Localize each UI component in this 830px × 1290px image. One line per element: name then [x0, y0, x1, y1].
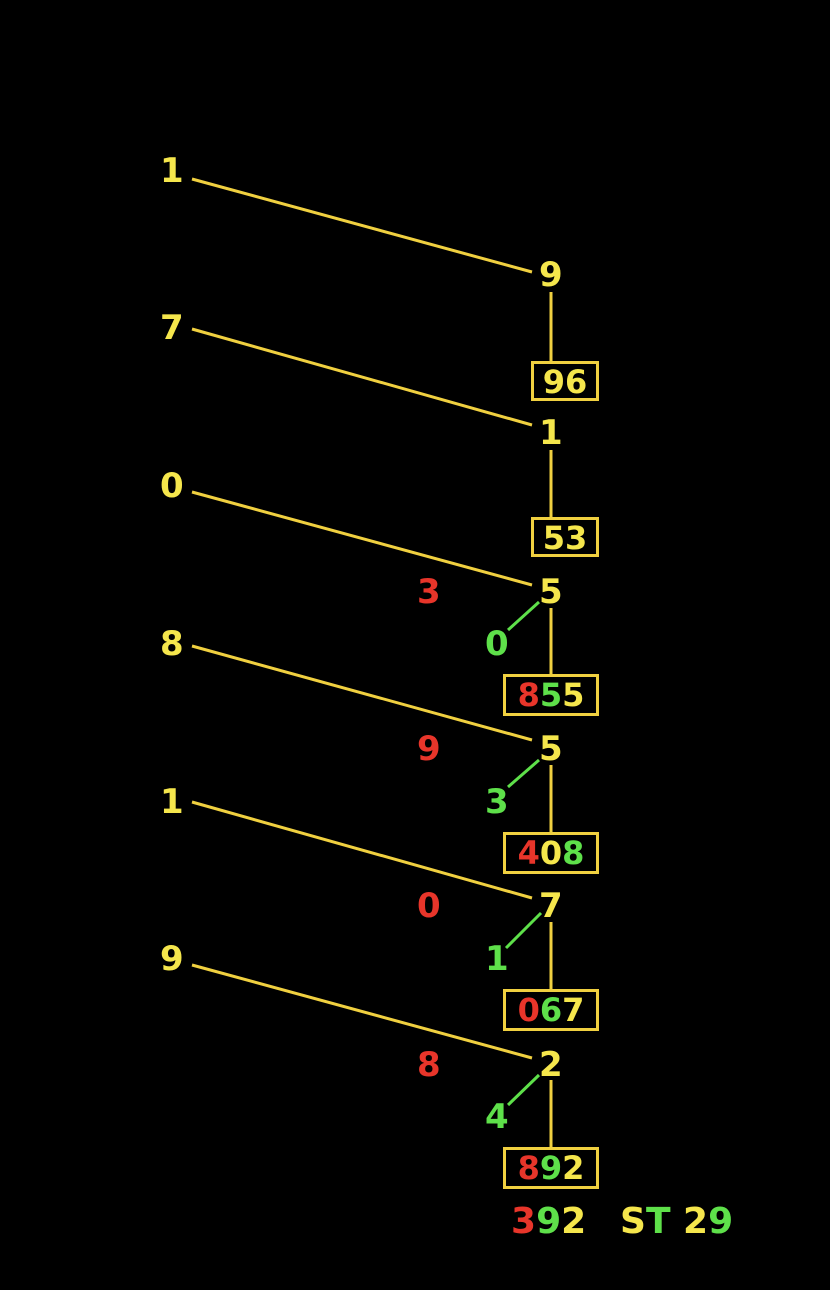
node-4: 5 — [539, 729, 563, 769]
left-digit-1: 1 — [160, 151, 184, 191]
box-digit: 0 — [517, 991, 540, 1029]
green-branch-2: 3 — [485, 782, 509, 822]
left-digit-3: 0 — [160, 466, 184, 506]
node-2: 1 — [539, 413, 563, 453]
box-digit: 5 — [539, 676, 563, 714]
node-1: 9 — [539, 255, 563, 295]
st-label: ST 29 — [620, 1204, 733, 1240]
left-digit-6: 9 — [160, 939, 184, 979]
box-digit: 8 — [517, 1149, 540, 1187]
result-box-6: 892 — [503, 1147, 599, 1189]
box-digit: 8 — [517, 676, 540, 714]
box-digit: 2 — [562, 1149, 585, 1187]
label-char — [671, 1201, 684, 1242]
green-branch-3: 1 — [485, 939, 509, 979]
left-digit-5: 1 — [160, 782, 184, 822]
result-box-3: 855 — [503, 674, 599, 716]
box-digit: 0 — [539, 834, 563, 872]
result-digit: 2 — [561, 1201, 587, 1242]
label-char: S — [620, 1201, 646, 1242]
left-digit-2: 7 — [160, 308, 184, 348]
box-digit: 9 — [542, 363, 565, 401]
result-box-1: 96 — [531, 361, 599, 401]
label-char: T — [645, 1201, 671, 1242]
node-6: 2 — [539, 1045, 563, 1085]
box-digit: 7 — [562, 991, 585, 1029]
label-char: 9 — [708, 1201, 734, 1242]
result-digit: 9 — [536, 1201, 562, 1242]
result-digit: 3 — [511, 1201, 537, 1242]
box-digit: 9 — [539, 1149, 563, 1187]
box-digit: 5 — [562, 676, 585, 714]
node-5: 7 — [539, 886, 563, 926]
red-carry-4: 8 — [417, 1045, 441, 1085]
box-digit: 8 — [562, 834, 585, 872]
red-carry-3: 0 — [417, 886, 441, 926]
green-branch-1: 0 — [485, 624, 509, 664]
box-digit: 6 — [565, 363, 588, 401]
result-box-2: 53 — [531, 517, 599, 557]
green-branch-4: 4 — [485, 1097, 509, 1137]
label-char: 2 — [683, 1201, 709, 1242]
result-box-4: 408 — [503, 832, 599, 874]
red-carry-1: 3 — [417, 572, 441, 612]
box-digit: 5 — [542, 519, 565, 557]
left-digit-4: 8 — [160, 624, 184, 664]
node-3: 5 — [539, 572, 563, 612]
box-digit: 6 — [539, 991, 563, 1029]
result-box-5: 067 — [503, 989, 599, 1031]
box-digit: 3 — [565, 519, 588, 557]
final-result: 392 — [511, 1204, 586, 1240]
box-digit: 4 — [517, 834, 540, 872]
red-carry-2: 9 — [417, 729, 441, 769]
